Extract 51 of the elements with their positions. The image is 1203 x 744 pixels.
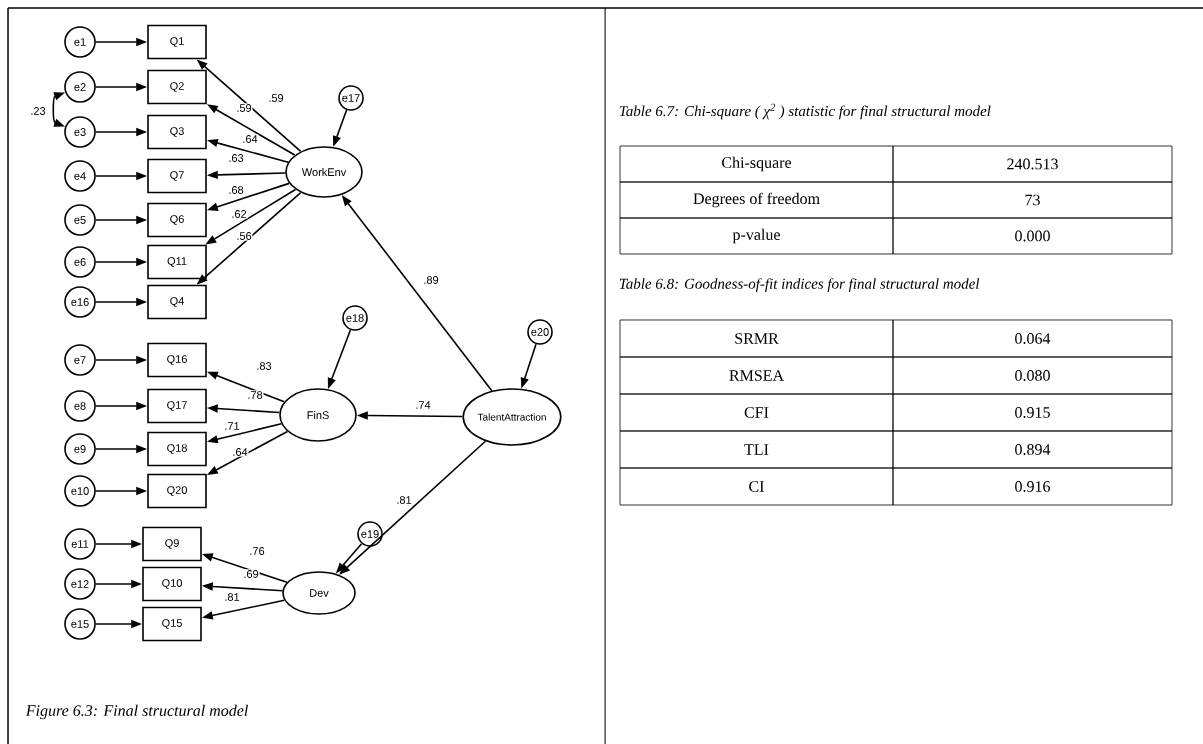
- indicator-box: Q20: [147, 473, 207, 509]
- table-cell: Chi-square: [619, 145, 894, 183]
- table-cell: 0.064: [892, 319, 1173, 358]
- table-cell: p-value: [619, 217, 894, 255]
- edge-label: .81: [395, 495, 413, 505]
- table-caption: Table 6.7: Chi-square ( χ$^{2}$ ) statistic for final structural model: [619, 103, 991, 120]
- edge-label: .78: [246, 390, 264, 400]
- edge-label: .81: [223, 592, 241, 602]
- table-cell: 0.915: [892, 393, 1173, 432]
- edge-label: .89: [422, 275, 440, 285]
- indicator-box: Q1: [147, 24, 207, 60]
- table-cell: 73: [892, 181, 1173, 219]
- edge-label: .64: [231, 447, 249, 457]
- indicator-box: Q6: [147, 202, 207, 238]
- table-cell: 0.000: [892, 217, 1173, 255]
- edge-label: .74: [414, 400, 432, 410]
- indicator-box: Q9: [142, 526, 202, 562]
- edge-label: .68: [227, 185, 245, 195]
- table-cell: TLI: [619, 430, 894, 469]
- indicator-box: Q18: [147, 431, 207, 467]
- indicator-box: Q16: [147, 342, 207, 378]
- indicator-box: Q10: [142, 566, 202, 602]
- edge-label: .59: [267, 93, 285, 103]
- table-caption: Table 6.8: Goodness-of-fit indices for final structural model: [619, 278, 980, 292]
- edge-label: .64: [241, 134, 259, 144]
- edge-label: .83: [255, 361, 273, 371]
- table-cell: CFI: [619, 393, 894, 432]
- table-cell: 0.894: [892, 430, 1173, 469]
- table-cell: 0.916: [892, 467, 1173, 506]
- edge-label: .71: [223, 421, 241, 431]
- edge-label: .63: [227, 153, 245, 163]
- indicator-box: Q15: [142, 606, 202, 642]
- indicator-box: Q11: [147, 244, 207, 280]
- table-cell: Degrees of freedom: [619, 181, 894, 219]
- indicator-box: Q7: [147, 158, 207, 194]
- table-cell: 0.080: [892, 356, 1173, 395]
- edge-label: .56: [235, 231, 253, 241]
- indicator-box: Q2: [147, 69, 207, 105]
- edge-label: .62: [230, 209, 248, 219]
- edge-label: .23: [29, 106, 47, 116]
- figure-caption: Figure 6.3: Final structural model: [25, 704, 248, 720]
- edge-label: .76: [248, 546, 266, 556]
- table-cell: 240.513: [892, 145, 1173, 183]
- edge-label: .59: [235, 103, 253, 113]
- edge-label: .69: [242, 569, 260, 579]
- indicator-box: Q4: [147, 284, 207, 320]
- table-cell: CI: [619, 467, 894, 506]
- table-cell: SRMR: [619, 319, 894, 358]
- indicator-box: Q3: [147, 114, 207, 150]
- indicator-box: Q17: [147, 388, 207, 424]
- table-cell: RMSEA: [619, 356, 894, 395]
